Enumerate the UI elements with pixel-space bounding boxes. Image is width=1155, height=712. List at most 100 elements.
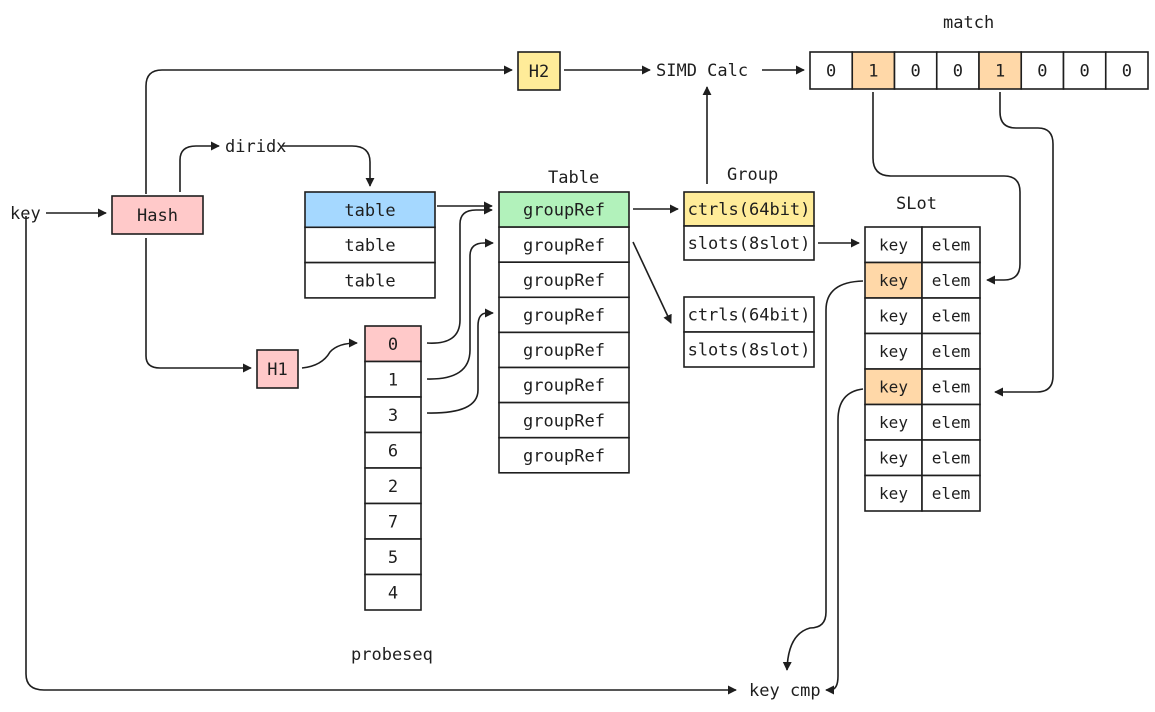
slot-key-7: key	[864, 474, 923, 512]
dir-table-0-text: table	[344, 201, 395, 221]
probe-index-3-text: 6	[388, 441, 398, 461]
group-ref-0-text: groupRef	[523, 201, 605, 221]
match-bit-2: 0	[893, 51, 938, 90]
group1-slots: slots(8slot)	[683, 225, 815, 261]
match-bit-3: 0	[935, 51, 980, 90]
slot-elem-3-box	[921, 332, 981, 370]
group2-slots-box	[683, 331, 815, 368]
match-label: match	[943, 13, 994, 33]
h1-box	[256, 349, 299, 389]
probeseq-label: probeseq	[351, 645, 433, 665]
slot-key-0: key	[864, 226, 923, 264]
hash-node: Hash	[111, 195, 204, 235]
h2-text: H2	[529, 62, 549, 82]
slot-elem-3-text: elem	[932, 342, 971, 361]
table-group-refs: groupRef groupRef groupRef groupRef groupRef…	[498, 191, 630, 474]
probe-index-6-box	[364, 538, 422, 576]
group-ref-0-box	[498, 191, 630, 228]
slot-elem-1-text: elem	[932, 271, 971, 290]
match-bit-7-text: 0	[1122, 62, 1132, 82]
group-ref-5-text: groupRef	[523, 376, 605, 396]
group-ref-4: groupRef	[498, 331, 630, 369]
slot-key-0-text: key	[879, 236, 908, 255]
table-title: Table	[548, 168, 599, 188]
group-title: Group	[727, 165, 778, 185]
probe-index-0: 0	[364, 325, 422, 363]
match-bit-0: 0	[809, 51, 854, 90]
slot-key-1: key	[864, 261, 923, 299]
probe-index-7: 4	[364, 573, 422, 611]
group1-ctrls-text: ctrls(64bit)	[688, 200, 811, 220]
slot-elem-0: elem	[921, 226, 981, 264]
dir-table-2-box	[304, 261, 436, 299]
group2-ctrls: ctrls(64bit)	[683, 296, 815, 333]
probe-index-2: 3	[364, 396, 422, 434]
key-label: key	[10, 204, 41, 224]
group1-ctrls-box	[683, 191, 815, 227]
probe-index-2-text: 3	[388, 406, 398, 426]
group1-slots-text: slots(8slot)	[688, 234, 811, 254]
arrow-diridx-to-table	[282, 145, 375, 187]
slot-key-2: key	[864, 297, 923, 335]
arrow-key-to-keycmp	[25, 216, 737, 695]
slot-elem-2-box	[921, 297, 981, 335]
slot-key-6: key	[864, 439, 923, 477]
group-ref-5-box	[498, 366, 630, 404]
match-bit-5-text: 0	[1037, 62, 1047, 82]
group-ref-1-text: groupRef	[523, 236, 605, 256]
dir-table-0: table	[304, 191, 436, 229]
slot-elem-4-text: elem	[932, 378, 971, 397]
group-ref-5: groupRef	[498, 366, 630, 404]
match-bit-2-box	[893, 51, 938, 90]
probe-index-0-box	[364, 325, 422, 363]
directory-tables: table table table	[304, 191, 436, 299]
group-secondary: ctrls(64bit)slots(8slot)	[683, 296, 815, 368]
group-ref-2-box	[498, 261, 630, 299]
slot-elem-1-box	[921, 261, 981, 299]
group-ref-1: groupRef	[498, 226, 630, 264]
probe-index-4-box	[364, 467, 422, 505]
arrow-probe0-to-groupref0	[426, 205, 493, 344]
probe-index-5-text: 7	[388, 512, 398, 532]
dir-table-1-text: table	[344, 236, 395, 256]
slot-elem-0-text: elem	[932, 236, 971, 255]
dir-table-2-text: table	[344, 271, 395, 291]
probe-index-0-text: 0	[388, 335, 398, 355]
slot-elem-4-box	[921, 368, 981, 406]
arrow-hash-to-h2	[145, 65, 513, 194]
slot-elem-6-box	[921, 439, 981, 477]
group-ref-2: groupRef	[498, 261, 630, 299]
diridx-label: diridx	[225, 137, 286, 157]
slot-elem-6-text: elem	[932, 449, 971, 468]
dir-table-2: table	[304, 261, 436, 299]
match-bit-6: 0	[1062, 51, 1107, 90]
group-ref-3-text: groupRef	[523, 306, 605, 326]
slot-elem-5-text: elem	[932, 413, 971, 432]
slot-elem-7: elem	[921, 474, 981, 512]
slot-key-3: key	[864, 332, 923, 370]
probe-index-3: 6	[364, 431, 422, 469]
slot-elem-4: elem	[921, 368, 981, 406]
match-bit-7: 0	[1104, 51, 1149, 90]
arrow-hash-to-diridx	[179, 141, 220, 192]
group2-ctrls-box	[683, 296, 815, 333]
slot-key-1-text: key	[879, 271, 908, 290]
arrow-match1-to-slot1	[872, 92, 1021, 285]
match-bit-3-text: 0	[953, 62, 963, 82]
group-ref-1-box	[498, 226, 630, 264]
probe-index-1-box	[364, 360, 422, 398]
match-bit-6-box	[1062, 51, 1107, 90]
match-bit-7-box	[1104, 51, 1149, 90]
h1-text: H1	[267, 360, 287, 380]
probe-index-7-text: 4	[388, 583, 398, 603]
arrow-match4-to-slot4	[994, 92, 1054, 397]
slot-elem-2-text: elem	[932, 307, 971, 326]
arrow-hash-to-h1	[145, 238, 252, 373]
probe-index-1-text: 1	[388, 370, 398, 390]
group-ref-3: groupRef	[498, 296, 630, 334]
probe-index-3-box	[364, 431, 422, 469]
probe-index-5: 7	[364, 502, 422, 540]
probe-index-6-text: 5	[388, 548, 398, 568]
